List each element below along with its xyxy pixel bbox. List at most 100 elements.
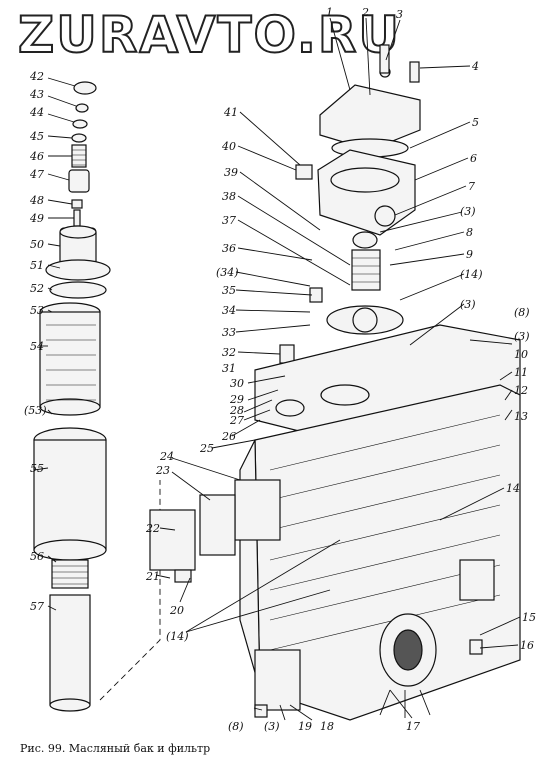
callout-12: 12 bbox=[514, 384, 528, 397]
callout-20: 20 bbox=[169, 604, 184, 617]
washer-48 bbox=[71, 199, 83, 209]
callout-28: 28 bbox=[229, 404, 244, 417]
callout-16: 16 bbox=[520, 639, 534, 652]
filter-assembly bbox=[33, 81, 161, 712]
callout-24: 24 bbox=[159, 450, 174, 463]
callout-32: 32 bbox=[222, 346, 236, 359]
callout-36: 36 bbox=[222, 242, 236, 255]
callout-8: 8 bbox=[466, 226, 473, 239]
nut-47 bbox=[68, 169, 90, 193]
callout-26: 26 bbox=[221, 430, 236, 443]
callout-8b: (8) bbox=[228, 720, 244, 733]
callout-34a: (34) bbox=[216, 266, 239, 279]
callout-3c: (3) bbox=[514, 330, 530, 343]
filter-perforations bbox=[46, 324, 96, 401]
spring-46 bbox=[71, 144, 87, 168]
tank-body bbox=[149, 324, 521, 721]
callout-11: 11 bbox=[514, 366, 528, 379]
ball-43 bbox=[75, 103, 89, 113]
plug-32 bbox=[279, 344, 295, 364]
bolt-21 bbox=[174, 569, 192, 583]
callout-38: 38 bbox=[222, 190, 236, 203]
plug-40 bbox=[295, 164, 313, 180]
callout-3d: (3) bbox=[264, 720, 280, 733]
figure-caption: Рис. 99. Масляный бак и фильтр bbox=[20, 742, 210, 755]
callout-labels: 1 2 3 4 5 6 7 (3) 8 9 (14) (3) (8) (3) 1… bbox=[24, 6, 536, 733]
rod-57 bbox=[49, 594, 91, 706]
callout-14b: (14) bbox=[166, 630, 189, 643]
callout-31: 31 bbox=[222, 362, 236, 375]
callout-57: 57 bbox=[30, 600, 44, 613]
washer-44 bbox=[72, 119, 88, 129]
callout-21: 21 bbox=[145, 570, 160, 583]
callout-14a: (14) bbox=[460, 268, 483, 281]
callout-54: 54 bbox=[30, 340, 44, 353]
callout-40: 40 bbox=[221, 140, 236, 153]
plate-25 bbox=[234, 479, 281, 541]
callout-13: 13 bbox=[514, 410, 528, 423]
callout-6: 6 bbox=[470, 152, 477, 165]
cover-2 bbox=[319, 84, 421, 151]
callout-1: 1 bbox=[326, 6, 333, 19]
callout-3: 3 bbox=[396, 8, 403, 21]
callout-23: 23 bbox=[155, 464, 170, 477]
callout-51: 51 bbox=[30, 259, 44, 272]
callout-15: 15 bbox=[522, 611, 536, 624]
gasket-52 bbox=[49, 281, 107, 299]
callout-9: 9 bbox=[466, 248, 473, 261]
callout-53a: (53) bbox=[24, 404, 47, 417]
side-cover-19 bbox=[254, 649, 301, 711]
callout-17: 17 bbox=[406, 720, 420, 733]
leader-lines bbox=[33, 17, 521, 721]
callout-44: 44 bbox=[29, 106, 44, 119]
callout-2: 2 bbox=[361, 6, 369, 19]
valve-8 bbox=[352, 231, 378, 249]
top-cover-assembly bbox=[279, 44, 421, 364]
plate-51 bbox=[45, 259, 111, 281]
housing-55 bbox=[33, 439, 107, 551]
callout-33: 33 bbox=[222, 326, 236, 339]
washer-45 bbox=[71, 133, 87, 143]
plug-16 bbox=[469, 639, 483, 655]
callout-55: 55 bbox=[30, 462, 44, 475]
callout-8a: (8) bbox=[514, 306, 530, 319]
callout-19: 19 bbox=[298, 720, 312, 733]
callout-37: 37 bbox=[222, 214, 236, 227]
plate-22 bbox=[149, 509, 196, 571]
nipple-30 bbox=[275, 399, 305, 417]
callout-39: 39 bbox=[224, 166, 238, 179]
callout-18: 18 bbox=[320, 720, 334, 733]
bolt-shaft-3 bbox=[379, 44, 390, 74]
callout-50: 50 bbox=[30, 238, 44, 251]
bolt-8b bbox=[254, 704, 268, 718]
callout-52: 52 bbox=[30, 282, 44, 295]
callout-22: 22 bbox=[145, 522, 160, 535]
gasket-23 bbox=[199, 494, 236, 556]
callout-47: 47 bbox=[29, 168, 44, 181]
callout-49: 49 bbox=[29, 212, 44, 225]
callout-41: 41 bbox=[223, 106, 238, 119]
callout-42: 42 bbox=[29, 70, 44, 83]
callout-35: 35 bbox=[222, 284, 236, 297]
callout-29: 29 bbox=[229, 393, 244, 406]
callout-25: 25 bbox=[199, 442, 214, 455]
callout-3a: (3) bbox=[460, 205, 476, 218]
callout-34: 34 bbox=[222, 304, 236, 317]
callout-3b: (3) bbox=[460, 298, 476, 311]
callout-5: 5 bbox=[472, 116, 479, 129]
callout-27: 27 bbox=[229, 414, 244, 427]
callout-53: 53 bbox=[30, 304, 44, 317]
callout-4: 4 bbox=[471, 60, 479, 73]
callout-14: 14 bbox=[506, 482, 520, 495]
callout-48: 48 bbox=[29, 194, 44, 207]
callout-46: 46 bbox=[29, 150, 44, 163]
fitting-7 bbox=[374, 205, 396, 227]
callout-30: 30 bbox=[230, 377, 244, 390]
bolt-4 bbox=[409, 61, 420, 83]
pins-17 bbox=[379, 689, 431, 718]
spring-9 bbox=[351, 249, 381, 291]
bracket-14 bbox=[459, 559, 495, 601]
filter-element-54 bbox=[39, 311, 101, 408]
